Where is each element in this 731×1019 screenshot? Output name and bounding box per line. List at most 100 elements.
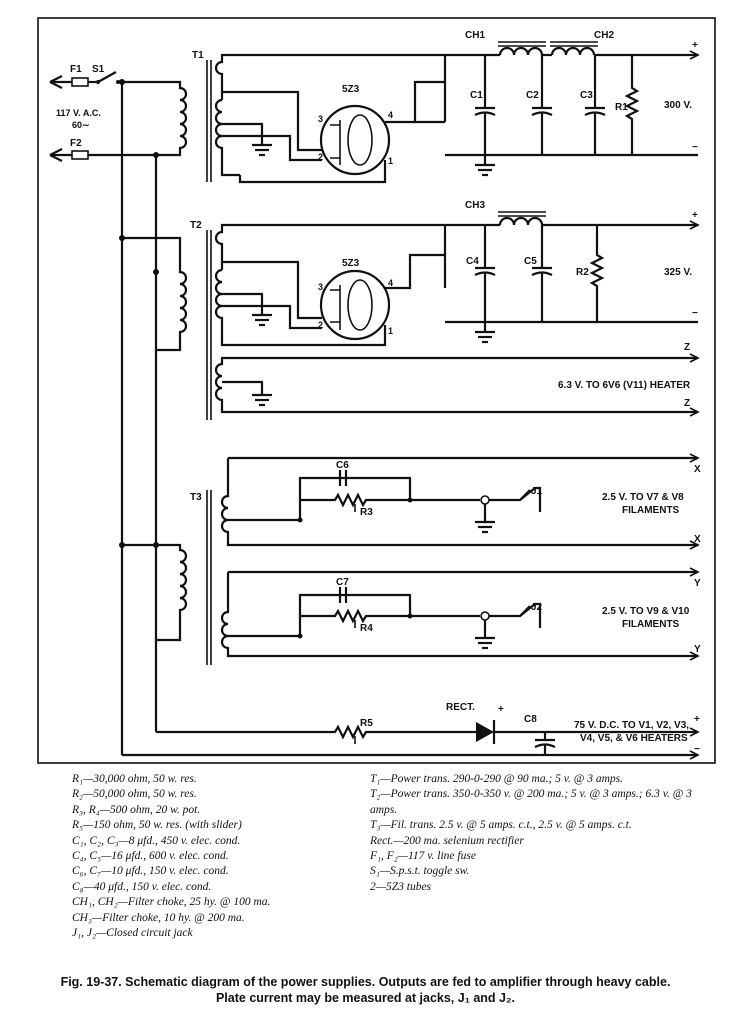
pin-4-t2: 4 [388,278,393,288]
resistor-r5 [156,724,476,740]
pin-3-t2: 3 [318,282,323,292]
label-x-top: X [694,464,701,475]
label-j1: J1 [531,486,543,497]
label-y-bottom: Y [694,644,701,655]
label-heater: 6.3 V. TO 6V6 (V11) HEATER [558,380,691,391]
figure-caption: Fig. 19-37. Schematic diagram of the pow… [10,974,721,1006]
label-c1: C1 [470,90,483,101]
label-r4: R4 [360,623,373,634]
parts-list-item: CH₃—Filter choke, 10 hy. @ 200 ma. [72,911,245,924]
label-t1: T1 [192,50,204,61]
schematic-border [37,17,716,764]
parts-list-item: Rect.—200 ma. selenium rectifier [370,834,524,847]
label-input-freq: 60∼ [72,120,90,130]
label-c4: C4 [466,256,479,267]
minus-75v: − [694,744,700,755]
label-f2: F2 [70,138,82,149]
choke-ch2 [550,46,596,56]
caption-line-2: Plate current may be measured at jacks, … [215,991,516,1005]
label-r1: R1 [615,102,628,113]
pin-2-t2: 2 [318,320,323,330]
parts-list-item: S₁—S.p.s.t. toggle sw. [370,865,470,878]
transformer-t1: T1 [160,50,322,182]
parts-list-item: T₁—Power trans. 290-0-290 @ 90 ma.; 5 v.… [370,773,624,785]
label-z-top: Z [684,342,690,353]
parts-list-item: T₂—Power trans. 350-0-350 v. @ 200 ma.; … [370,788,692,816]
label-c6: C6 [336,460,349,471]
label-s1: S1 [92,64,105,75]
label-f1: F1 [70,64,82,75]
parts-list-item: C₄, C₅—16 μfd., 600 v. elec. cond. [72,850,229,863]
label-ch2: CH2 [594,30,614,41]
dc-supply: R5 RECT. + + C8 − 75 V. D.C. TO V1, V2, … [122,702,700,760]
ground-j1 [475,520,495,534]
parts-list-item: C₁, C₂, C₃—8 μfd., 450 v. elec. cond. [72,834,241,847]
parts-list-item: R₃, R₄—500 ohm, 20 w. pot. [72,803,201,816]
resistor-r4 [300,608,480,624]
label-c7: C7 [336,577,349,588]
label-c2: C2 [526,90,539,101]
switch-s1 [97,71,117,83]
fuse-f1 [71,77,89,87]
ground-filter2 [475,322,495,344]
rect-plus: + [498,704,504,715]
jack-j1 [480,495,490,505]
ground-t2 [252,313,272,327]
ground-j2 [475,636,495,650]
plus-325v: + [692,210,698,221]
label-ch3: CH3 [465,200,485,211]
label-t3: T3 [190,492,202,503]
parts-list-item: T₃—Fil. trans. 2.5 v. @ 5 amps. c.t., 2.… [370,819,632,832]
transformer-t2: T2 Z Z 6.3 V. TO 6V6 (V11) HEATER [122,220,700,420]
label-r2: R2 [576,267,589,278]
parts-list-item: C₆, C₇—10 μfd., 150 v. elec. cond. [72,865,229,878]
label-z-bottom: Z [684,398,690,409]
choke-ch1 [498,46,544,56]
resistor-r3 [300,492,480,508]
label-y-top: Y [694,578,701,589]
pin-1-t2: 1 [388,326,393,336]
label-t2: T2 [190,220,202,231]
tube-5z3-2: 5Z3 3 2 4 1 [240,223,445,347]
pin-4-t1: 4 [388,110,393,120]
label-c8: C8 [524,714,537,725]
ground-t2-heater [252,393,272,407]
label-tube1: 5Z3 [342,84,360,95]
parts-list-left: R₁—30,000 ohm, 50 w. res. R₂—50,000 ohm,… [72,772,270,941]
parts-list-item: R₅—150 ohm, 50 w. res. (with slider) [72,819,242,832]
parts-list-item: J₁, J₂—Closed circuit jack [72,927,193,940]
caption-line-1: Fig. 19-37. Schematic diagram of the pow… [60,975,671,989]
choke-ch3 [498,216,544,226]
label-c3: C3 [580,90,593,101]
fuse-f2 [71,150,89,160]
label-x-bottom: X [694,534,701,545]
ac-bus [119,79,159,755]
label-y-line1: 2.5 V. TO V9 & V10 [602,606,690,617]
pin-1-t1: 1 [388,156,393,166]
label-300v: 300 V. [664,100,692,111]
minus-300v: − [692,142,698,153]
parts-list-item: F₁, F₂—117 v. line fuse [370,850,476,863]
label-c5: C5 [524,256,537,267]
parts-list-item: R₂—50,000 ohm, 50 w. res. [72,788,197,801]
label-ch1: CH1 [465,30,485,41]
label-tube2: 5Z3 [342,258,360,269]
pin-2-t1: 2 [318,152,323,162]
pin-3-t1: 3 [318,114,323,124]
label-dc-line1: 75 V. D.C. TO V1, V2, V3, [574,720,689,731]
label-j2: J2 [531,602,543,613]
minus-325v: − [692,308,698,319]
label-rect: RECT. [446,702,475,713]
rectifier [476,722,494,742]
plus-300v: + [692,40,698,51]
label-x-line2: FILAMENTS [622,505,680,516]
filter-300v: CH1 CH2 + C1 C2 C3 R1 − 300 V. [443,30,700,177]
parts-list-item: 2—5Z3 tubes [370,880,432,893]
label-y-line2: FILAMENTS [622,619,680,630]
resistor-r1 [624,55,640,155]
plus-75v: + [694,714,700,725]
parts-list-item: C₈—40 μfd., 150 v. elec. cond. [72,880,212,893]
parts-list-item: R₁—30,000 ohm, 50 w. res. [72,773,197,785]
tube-5z3-1: 5Z3 3 2 4 1 [238,53,445,184]
filter-325v: CH3 + C4 C5 R2 − 325 V. [443,200,700,344]
